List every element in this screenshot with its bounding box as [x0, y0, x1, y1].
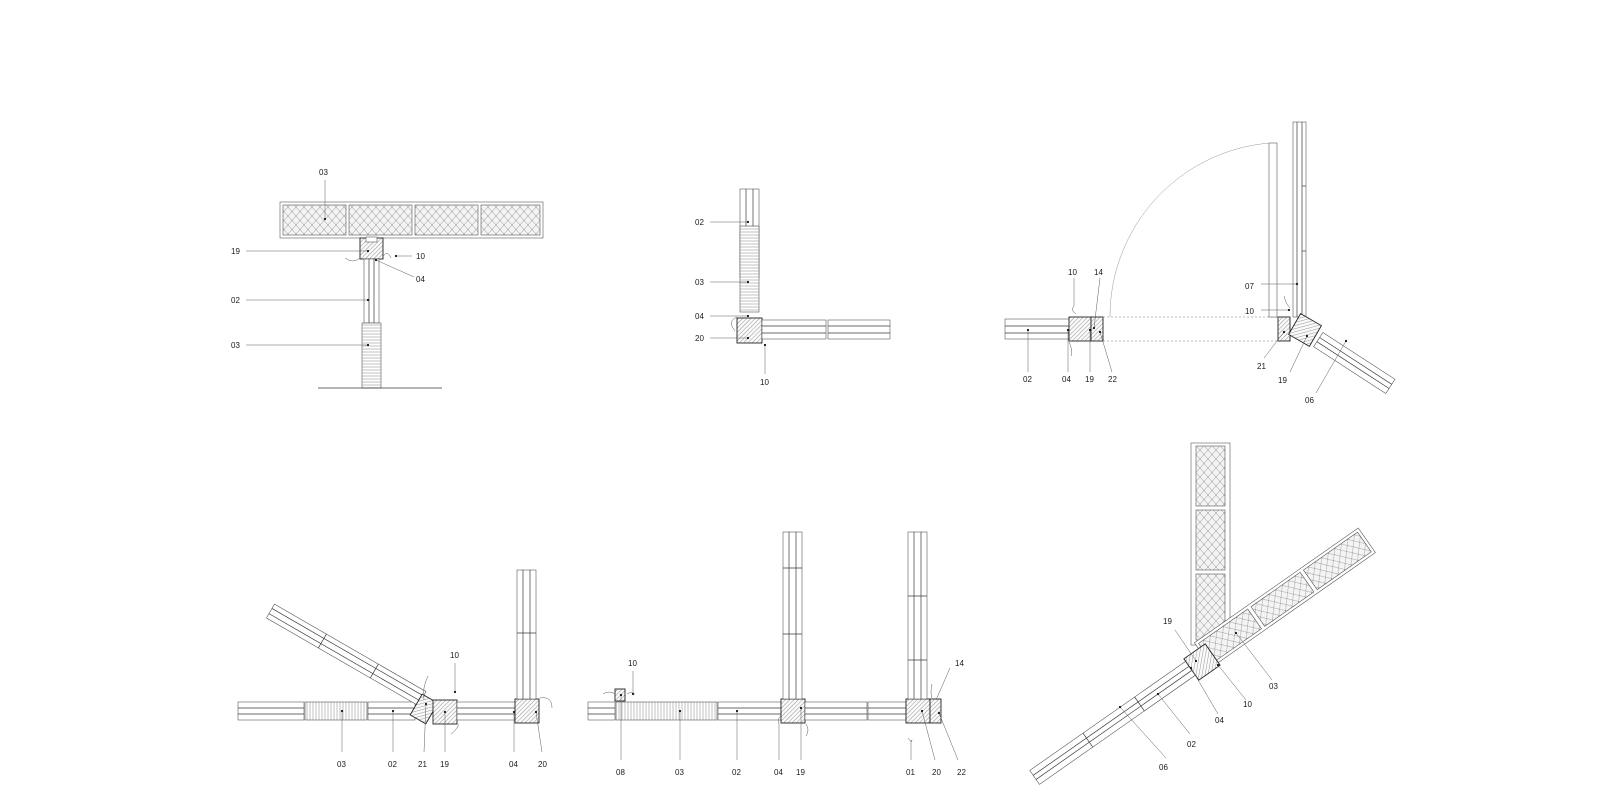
callout-label: 19	[231, 247, 240, 256]
callout-label: 03	[337, 760, 346, 769]
detail-3-callouts: 10 14 02 04 19 22 07 10 21 19 06	[1023, 268, 1348, 405]
detail-2-drawing	[736, 188, 891, 344]
callout-label: 22	[1108, 375, 1117, 384]
callout-label: 07	[1245, 282, 1254, 291]
callout-label: 08	[616, 768, 625, 777]
callout-label: 19	[440, 760, 449, 769]
callout-label: 20	[538, 760, 547, 769]
callout-label: 10	[450, 651, 459, 660]
callout-label: 04	[695, 312, 704, 321]
callout-label: 03	[319, 168, 328, 177]
callout-label: 10	[416, 252, 425, 261]
callout-label: 06	[1305, 396, 1314, 405]
callout-label: 03	[231, 341, 240, 350]
callout-label: 02	[388, 760, 397, 769]
callout-label: 01	[906, 768, 915, 777]
callout-label: 22	[957, 768, 966, 777]
callout-label: 10	[1068, 268, 1077, 277]
callout-label: 06	[1159, 763, 1168, 772]
callout-label: 14	[955, 659, 964, 668]
callout-label: 04	[774, 768, 783, 777]
callout-label: 03	[675, 768, 684, 777]
callout-label: 20	[932, 768, 941, 777]
detail-6-callouts: 19 03 10 04 02 06	[1118, 617, 1278, 772]
callout-label: 04	[509, 760, 518, 769]
callout-label: 04	[1062, 375, 1071, 384]
callout-label: 21	[418, 760, 427, 769]
callout-label: 02	[1023, 375, 1032, 384]
detail-5-callouts: 10 14 08 03 02 04 19 01 20 22	[602, 659, 966, 777]
detail-3-drawing	[1004, 121, 1396, 394]
callout-label: 10	[760, 378, 769, 387]
callout-label: 02	[1187, 740, 1196, 749]
callout-label: 21	[1257, 362, 1266, 371]
detail-2-callouts: 02 03 04 20 10	[695, 218, 769, 387]
callout-label: 20	[695, 334, 704, 343]
detail-4-drawing	[237, 569, 540, 725]
callout-label: 02	[231, 296, 240, 305]
callout-label: 10	[1245, 307, 1254, 316]
callout-label: 04	[1215, 716, 1224, 725]
callout-label: 02	[732, 768, 741, 777]
callout-label: 19	[796, 768, 805, 777]
callout-label: 03	[1269, 682, 1278, 691]
detail-1-callouts: 03 19 10 04 02 03	[231, 168, 425, 350]
detail-1-drawing	[279, 201, 544, 389]
callout-label: 02	[695, 218, 704, 227]
detail-6-drawing	[1029, 442, 1376, 785]
callout-label: 04	[416, 275, 425, 284]
callout-label: 14	[1094, 268, 1103, 277]
callout-label: 10	[1243, 700, 1252, 709]
callout-label: 19	[1278, 376, 1287, 385]
callout-label: 03	[695, 278, 704, 287]
detail-5-drawing	[587, 531, 942, 724]
callout-label: 19	[1163, 617, 1172, 626]
callout-label: 10	[628, 659, 637, 668]
callout-label: 19	[1085, 375, 1094, 384]
detail-4-callouts: 10 03 02 21 19 04 20	[337, 651, 553, 769]
